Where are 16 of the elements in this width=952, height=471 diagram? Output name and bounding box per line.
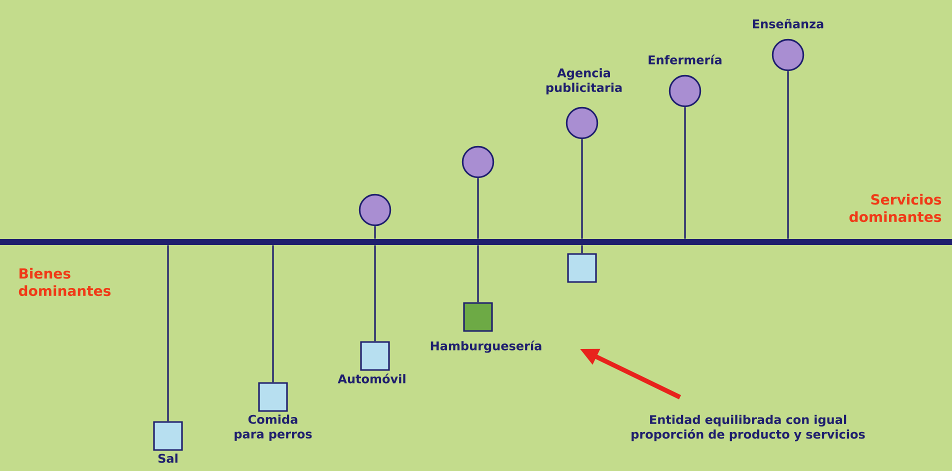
axis-end-label: Bienes dominantes	[18, 268, 111, 296]
stem-line	[167, 245, 169, 422]
stem-line	[684, 107, 686, 239]
stem-line	[477, 178, 479, 239]
stem-line	[374, 226, 376, 239]
circle-marker	[462, 146, 494, 178]
note-text: Entidad equilibrada con igual proporción de producto y servicios	[632, 414, 865, 442]
stem-line	[581, 139, 583, 239]
stem-line	[787, 71, 789, 239]
square-marker	[567, 253, 597, 283]
axis-end-label: Servicios dominantes	[849, 194, 942, 222]
circle-marker	[358, 194, 392, 226]
stem-line	[272, 245, 274, 382]
stem-line	[581, 245, 583, 254]
stem-line	[477, 245, 479, 302]
stem-line	[374, 245, 376, 342]
